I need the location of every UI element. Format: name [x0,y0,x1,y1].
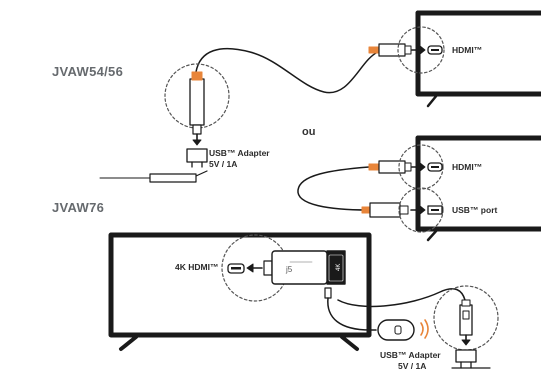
tv-top [415,10,541,108]
zoom-circle-usb-middle [398,187,444,233]
device-badge: 4K [336,264,342,271]
wireless-puck [377,319,415,341]
arrow-4k-hdmi [246,263,254,273]
tv-bottom [108,232,372,351]
label-adapter-rating-bottom: 5V / 1A [398,361,427,371]
model-label-jvaw54-56: JVAW54/56 [52,64,124,79]
usb-dongle-top [189,71,205,135]
label-usb-adapter-top: USB™ Adapter [209,148,270,158]
cable-top [195,47,379,94]
label-adapter-rating-top: 5V / 1A [209,159,238,169]
label-usb-adapter-bottom: USB™ Adapter [380,350,441,360]
zoom-circle-hdmi-middle [398,144,444,190]
label-hdmi-top: HDMI™ [452,45,483,55]
model-label-jvaw76: JVAW76 [52,200,105,215]
wireless-signal-icon [420,319,429,339]
label-4k-hdmi: 4K HDMI™ [175,262,219,272]
usb-adapter-bottom [451,349,491,369]
cable-middle [297,166,370,211]
label-hdmi-middle: HDMI™ [452,162,483,172]
usb-adapter-top [186,148,208,168]
arrow-usb-bottom [461,339,471,346]
tv-middle [415,135,541,242]
separator-or: ou [302,126,316,138]
arrow-hdmi-top [419,45,426,55]
usb-plug-middle [361,202,409,218]
arrow-hdmi-middle [419,162,426,172]
label-usb-port: USB™ port [452,205,498,215]
arrow-usb-middle [419,205,426,215]
device-brand: j5 [285,265,293,274]
cable-bottom [324,287,466,331]
transmitter-dongle [263,250,346,285]
hdmi-plug-middle [368,160,412,174]
power-cable-top [99,170,208,183]
zoom-circle-hdmi-top [397,26,445,74]
usb-plug-bottom [459,299,473,336]
